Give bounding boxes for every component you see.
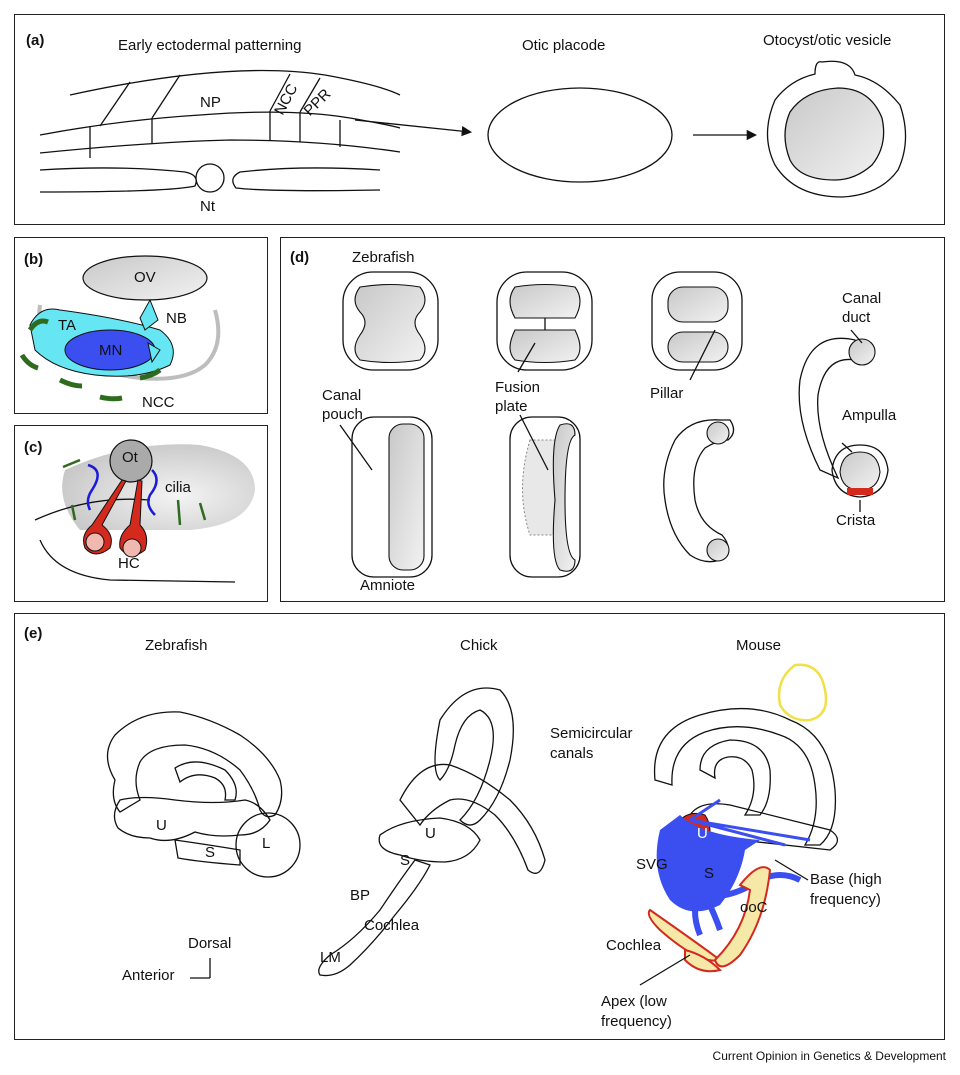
chick-saccule-label: S xyxy=(400,852,411,869)
ot-label: Ot xyxy=(122,449,138,466)
panel-d-drawing xyxy=(339,271,889,578)
ectoderm-diagram xyxy=(39,69,473,193)
chick-ear xyxy=(318,687,546,977)
np-label: NP xyxy=(200,94,221,111)
zebrafish-label-e: Zebrafish xyxy=(145,637,208,654)
dorsal-label: Dorsal xyxy=(188,935,232,952)
nt-label: Nt xyxy=(200,198,215,215)
zebrafish-saccule-label: S xyxy=(205,844,216,861)
otic-placode-title: Otic placode xyxy=(522,37,606,54)
lm-label: LM xyxy=(320,949,341,966)
chick-cochlea-label: Cochlea xyxy=(364,917,420,934)
ooc-label: ooC xyxy=(740,899,768,916)
ta-label: TA xyxy=(58,317,77,334)
canal-duct-label: Canal duct xyxy=(842,290,882,326)
ectodermal-patterning-title: Early ectodermal patterning xyxy=(118,37,302,54)
cilia-label: cilia xyxy=(165,479,191,496)
apex-label: Apex (low frequency) xyxy=(601,993,672,1030)
axis-indicator xyxy=(190,958,211,979)
zebrafish-lagena-label: L xyxy=(262,835,271,852)
bp-label: BP xyxy=(350,887,371,904)
canal-pouch-label: Canal pouch xyxy=(322,387,363,423)
otic-vesicle-title: Otocyst/otic vesicle xyxy=(763,32,892,49)
semicircular-canals-label: Semicircular canals xyxy=(550,725,633,762)
otic-vesicle-shape xyxy=(766,60,907,198)
zebrafish-utricle-label: U xyxy=(156,817,167,834)
svg-label: SVG xyxy=(636,856,668,873)
otic-placode-shape xyxy=(487,87,673,183)
pillar-label: Pillar xyxy=(650,385,684,402)
mouse-utricle-label: U xyxy=(697,825,708,842)
panel-d-tag: (d) xyxy=(290,249,310,266)
ampulla-label: Ampulla xyxy=(842,407,897,424)
base-label: Base (high frequency) xyxy=(810,871,882,908)
panel-e-tag: (e) xyxy=(24,625,43,642)
fusion-plate-label: Fusion plate xyxy=(495,379,541,415)
mn-label: MN xyxy=(99,342,123,359)
amniote-label: Amniote xyxy=(360,577,416,594)
journal-credit: Current Opinion in Genetics & Developmen… xyxy=(712,1049,946,1063)
panel-c-drawing xyxy=(34,439,256,583)
hc-label: HC xyxy=(118,555,140,572)
panel-a-tag: (a) xyxy=(26,32,45,49)
chick-utricle-label: U xyxy=(425,825,436,842)
ncc-label-b: NCC xyxy=(142,394,175,411)
chick-label: Chick xyxy=(460,637,498,654)
panel-b-tag: (b) xyxy=(24,251,44,268)
panel-c-tag: (c) xyxy=(24,439,43,456)
mouse-saccule-label: S xyxy=(704,865,715,882)
zebrafish-ear xyxy=(106,711,301,878)
mouse-ear xyxy=(639,663,839,986)
nb-label: NB xyxy=(166,310,187,327)
panel-b-drawing xyxy=(19,255,221,402)
anterior-label: Anterior xyxy=(122,967,175,984)
crista-label: Crista xyxy=(836,512,876,529)
mouse-label: Mouse xyxy=(736,637,782,654)
zebrafish-label-d: Zebrafish xyxy=(352,249,415,266)
mouse-cochlea-label: Cochlea xyxy=(606,937,662,954)
ov-label: OV xyxy=(134,269,156,286)
